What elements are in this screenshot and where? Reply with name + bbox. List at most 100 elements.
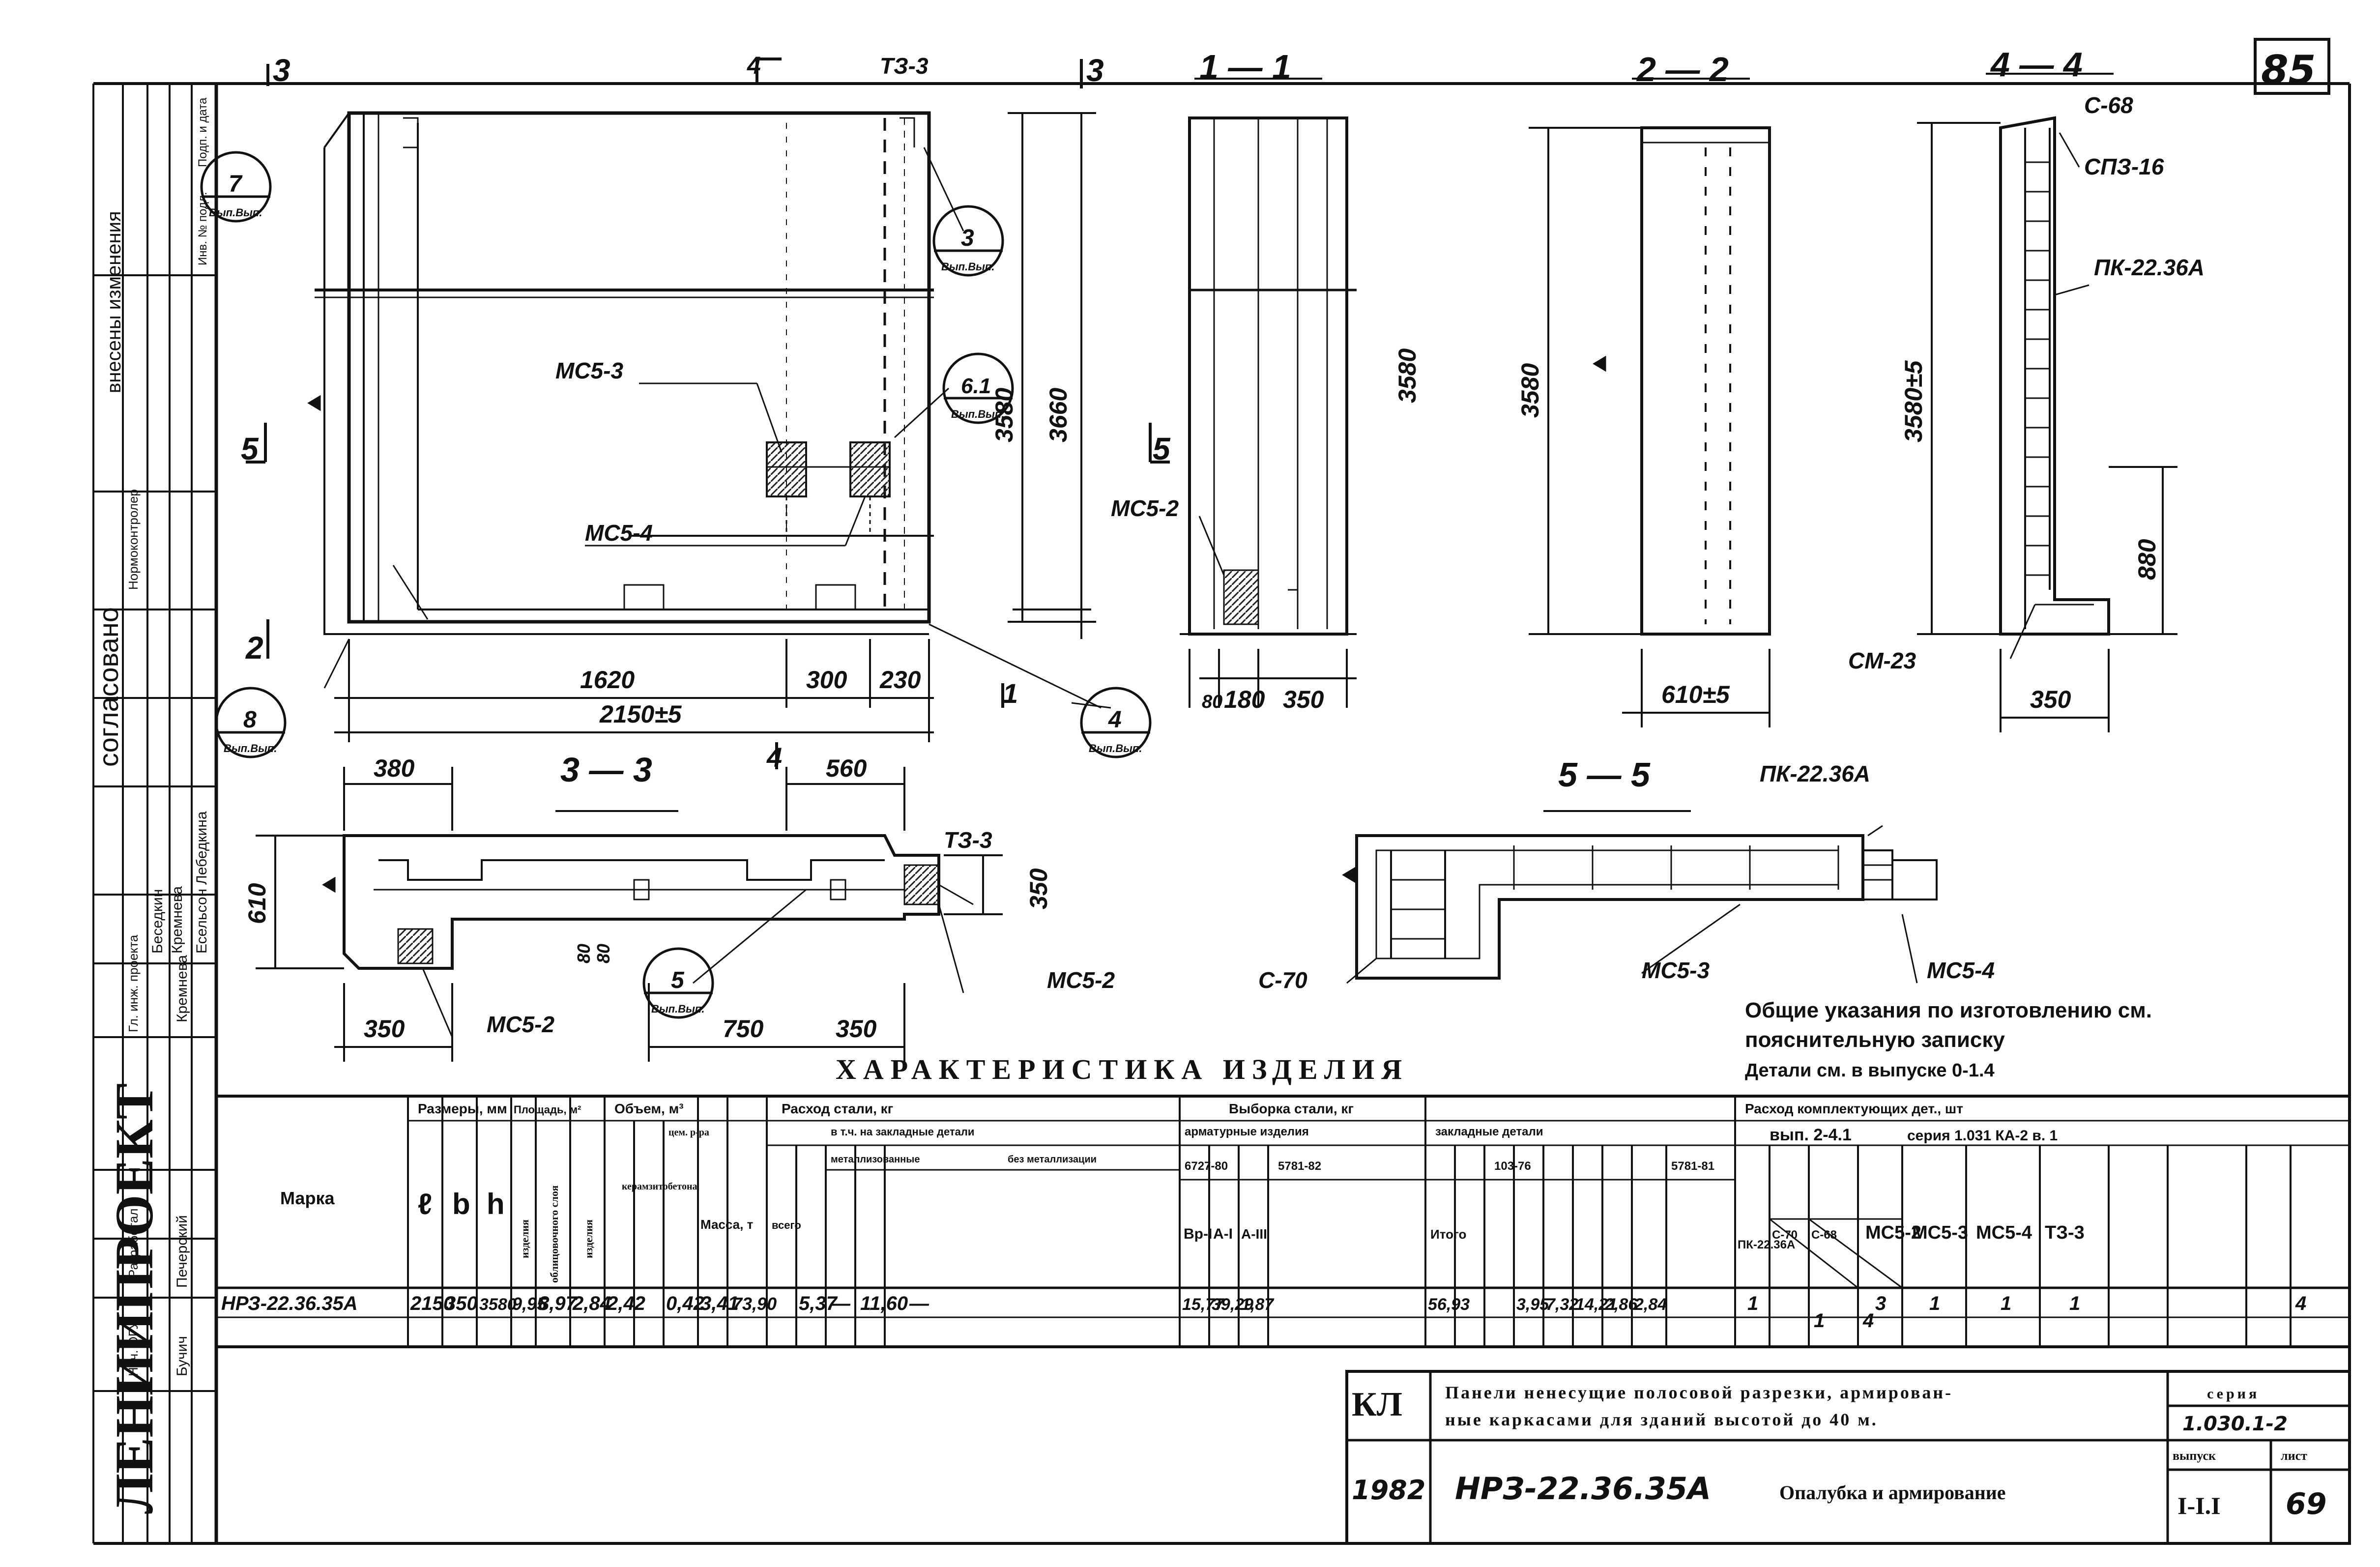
td-a2: 8,97 [538,1293,578,1314]
label-mc5-3-sec55: МС5-3 [1642,958,1710,983]
td-e4: 2,86 [1604,1295,1638,1314]
th-vol-c: цем. р-ра [668,1127,709,1138]
stamp-name-1: Печерский [174,1215,190,1288]
stamp-name-0: Бучич [174,1336,190,1376]
th-vol-b: керамзитобетона [622,1181,697,1192]
td-k2: 1 [1814,1310,1825,1332]
td-e5: 2,84 [1634,1295,1667,1314]
callout-8-sub: Вып.Вып. [224,742,277,754]
stamp-role-6: Гл. инж. проекта [126,934,141,1032]
sheet-number: 85 [2261,47,2316,93]
dim-180: 180 [1224,686,1265,713]
td-s1: 5,37 [799,1293,838,1314]
td-v2: 2,42 [607,1293,645,1314]
label-mc5-2-sec33-left: МС5-2 [487,1012,554,1037]
th-vyp: вып. 2-4.1 [1770,1126,1852,1144]
td-k5: 1 [1929,1293,1940,1314]
tb-series-h: серия [2207,1386,2260,1402]
stamp-name-6: Лебедкина [194,811,210,885]
section-3-3 [322,834,940,970]
section-1-1-dims [1189,78,1357,708]
tb-kl: КЛ [1352,1386,1402,1423]
callout-5-sub: Вып.Вып. [651,1003,704,1015]
td-k4: 3 [1875,1293,1886,1314]
view-mark-4-bottom: 4 [766,742,782,773]
view-mark-t33-top: ТЗ-3 [880,53,929,79]
view-mark-1: 1 [1003,678,1018,709]
tb-name-1: Панели ненесущие полосовой разрезки, арм… [1445,1383,1953,1402]
dim-80-sec33-b: 80 [593,944,613,963]
td-k8: 4 [2295,1293,2306,1314]
tb-sheet-h: лист [2281,1449,2307,1463]
td-k6: 1 [2001,1293,2011,1314]
td-s4: — [909,1293,929,1314]
th-kits: Расход комплектующих дет., шт [1745,1101,1963,1116]
note-line-1: Общие указания по изготовлению см. [1745,998,2152,1022]
stamp-name-3: Беседкин [149,889,166,954]
td-v1: 2,84 [572,1293,611,1314]
callout-6-1-num: 6.1 [961,374,991,398]
dim-80: 80 [1202,692,1222,712]
section-1-1 [1180,116,1357,636]
stamp-role-2: Разработал [126,1208,141,1278]
th-kit-4: МС5-3 [1912,1222,1968,1243]
td-k7: 1 [2069,1293,2080,1314]
th-area-a: изделия [519,1219,531,1258]
td-k3: 4 [1862,1310,1874,1332]
section-2-2-dims [1529,78,1770,727]
td-mark: НРЗ-22.36.35А [221,1293,358,1314]
tb-subject: Опалубка и армирование [1779,1481,2006,1504]
th-kit-6: ТЗ-3 [2045,1222,2085,1243]
td-a1: 9,95 [512,1294,547,1314]
th-dims: Размеры, мм [418,1101,507,1116]
section-3-3-title: 3 — 3 [560,751,652,789]
stamp-role-0: Нач. ОГУ [126,1321,141,1376]
dim-3580-sec22: 3580 [1516,363,1544,418]
th-series: серия 1.031 КА-2 в. 1 [1907,1128,2058,1144]
th-area-b: облицовочного слоя [548,1186,560,1283]
sheet-number-box [2254,38,2330,95]
dim-350-sec44: 350 [2030,686,2071,713]
section-3-3-dims [256,767,1003,1062]
left-stamp [92,84,216,1543]
label-mc5-2-sec33-right: МС5-2 [1047,967,1115,993]
callout-5-num: 5 [671,967,685,993]
callout-8-num: 8 [243,707,257,733]
tb-name-2: ные каркасами для зданий высотой до 40 м… [1445,1410,1878,1429]
stamp-col-1: Инв. № подл. [196,192,209,266]
dim-3660: 3660 [1045,388,1072,442]
th-vol: Объем, м³ [614,1101,684,1116]
view-mark-5-left: 5 [241,431,259,466]
th-kit-0: ПК-22.36А [1738,1238,1795,1251]
dim-1620: 1620 [580,666,635,694]
th-kit-5: МС5-4 [1976,1222,2032,1243]
stamp-name-4: Кремнева [169,886,185,954]
th-b: b [452,1188,470,1220]
main-panel-view [307,111,934,635]
title-block-grid [1345,1370,2351,1545]
td-h: 3580 [479,1295,517,1314]
th-kit-1: С-70 [1772,1228,1798,1242]
th-steel-nomet: без металлизации [1008,1154,1097,1165]
th-h: h [487,1188,505,1220]
tb-sheet-v: 69 [2286,1487,2327,1521]
view-mark-4-top: 4 [747,52,761,79]
th-area: Площадь, м² [514,1103,581,1116]
dim-3580-sec44: 3580±5 [1900,360,1927,442]
th-l: ℓ [418,1188,432,1220]
section-2-2-title: 2 — 2 [1636,50,1729,88]
view-mark-3-left: 3 [273,53,290,88]
section-5-5 [1342,810,1938,980]
th-mark: Марка [280,1188,335,1208]
th-gost-2: 5781-82 [1278,1160,1321,1173]
dim-350-sec33-left: 350 [364,1015,405,1043]
label-c70: С-70 [1258,967,1307,993]
callout-3-num: 3 [961,225,974,251]
td-l: 2150 [410,1293,454,1314]
th-vol-a: изделия [582,1219,595,1258]
th-gost-1: 6727-80 [1185,1160,1228,1173]
th-bp: Вр-I [1184,1226,1212,1242]
label-c68: С-68 [2084,92,2133,118]
td-r3: 1,87 [1241,1295,1275,1314]
